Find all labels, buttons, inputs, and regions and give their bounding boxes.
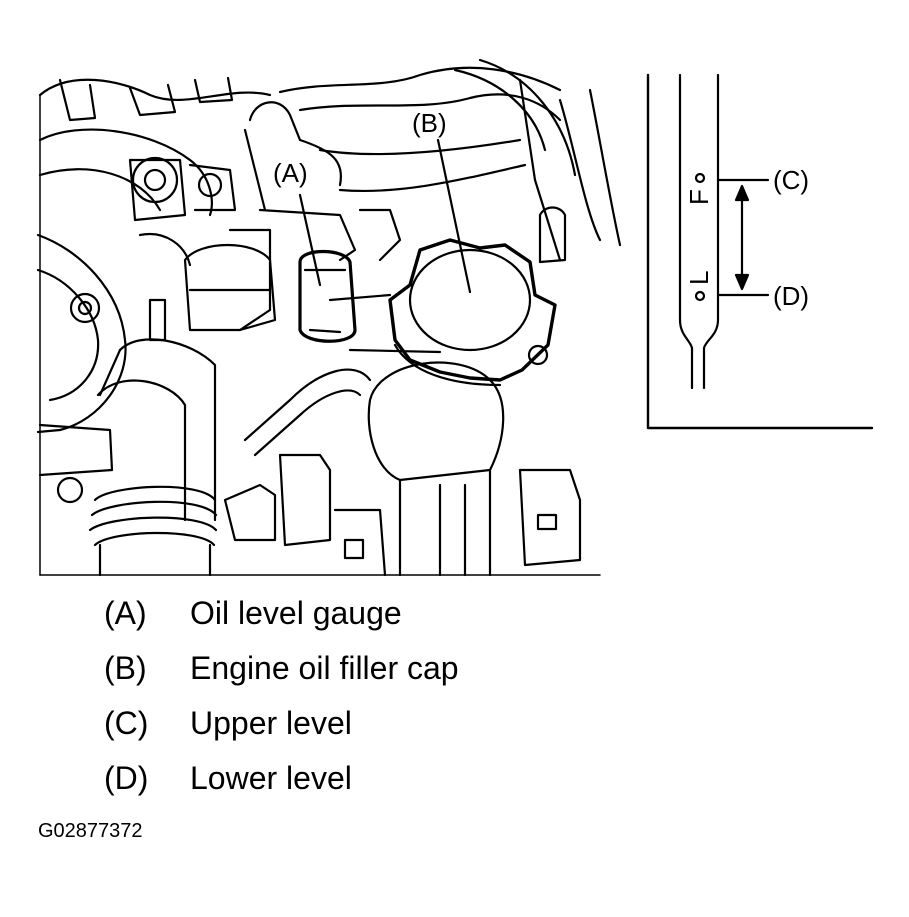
legend: (A) Oil level gauge (B) Engine oil fille… <box>104 594 704 814</box>
lower-mark-dot <box>694 290 706 302</box>
engine-outline <box>36 58 622 577</box>
legend-key: (D) <box>104 760 149 796</box>
engine-diagram: (A) (B) (C) (D) F L <box>36 58 874 577</box>
callout-b: (B) <box>412 108 447 138</box>
legend-key: (B) <box>104 650 147 686</box>
figure-code: G02877372 <box>38 820 143 842</box>
legend-text: Upper level <box>190 705 352 741</box>
legend-row: (A) Oil level gauge <box>104 594 704 649</box>
legend-text: Lower level <box>190 760 352 796</box>
callout-c: (C) <box>773 165 809 195</box>
gauge-mark-lower: L <box>684 271 714 285</box>
legend-key: (A) <box>104 595 147 631</box>
inset-frame <box>646 73 874 430</box>
legend-row: (C) Upper level <box>104 704 704 759</box>
legend-text: Engine oil filler cap <box>190 650 459 686</box>
legend-row: (D) Lower level <box>104 759 704 814</box>
legend-text: Oil level gauge <box>190 595 402 631</box>
legend-key: (C) <box>104 705 149 741</box>
callout-a: (A) <box>273 158 308 188</box>
leader-line-a <box>298 193 322 287</box>
arrow-head-up <box>734 184 750 202</box>
legend-row: (B) Engine oil filler cap <box>104 649 704 704</box>
upper-mark-dot <box>694 172 706 184</box>
leader-line-b <box>436 138 472 294</box>
dipstick-blade <box>678 73 720 390</box>
arrow-head-down <box>734 273 750 291</box>
gauge-mark-upper: F <box>684 189 714 205</box>
callout-d: (D) <box>773 281 809 311</box>
